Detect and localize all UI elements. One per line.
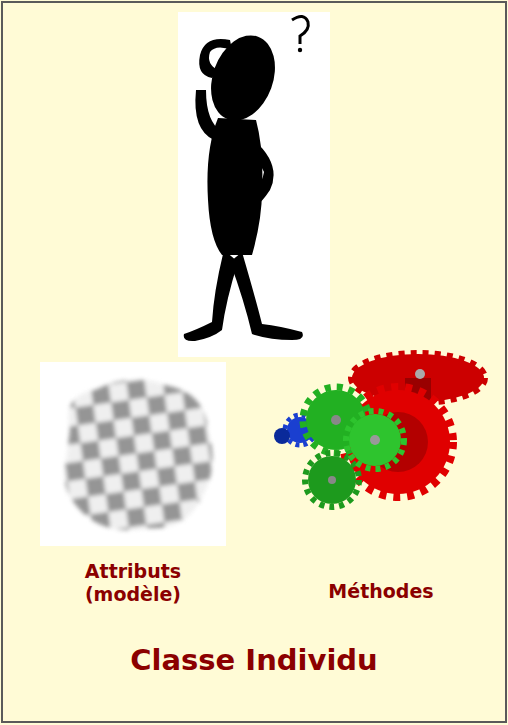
- figure-panel: [178, 12, 330, 357]
- image-label: Méthodes: [296, 580, 466, 603]
- gears: [274, 354, 484, 507]
- thinking-man: [184, 26, 303, 341]
- class-title: Classe Individu: [130, 643, 377, 677]
- attributes-panel: [40, 362, 226, 546]
- image-label: Attributs (modèle): [48, 560, 218, 606]
- question-mark-dot: [298, 48, 302, 52]
- question-mark: [292, 16, 308, 44]
- checker-blob: [64, 380, 212, 531]
